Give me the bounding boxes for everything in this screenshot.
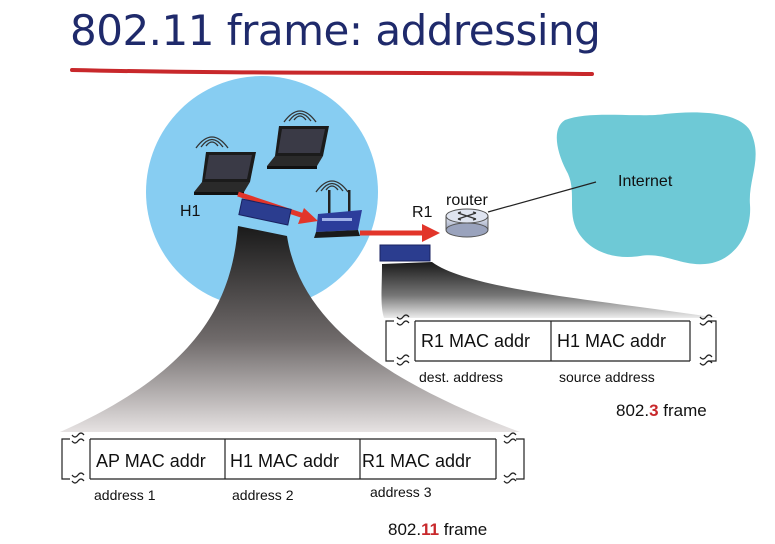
title-underline xyxy=(70,68,594,76)
frame-80211-caption-suffix: frame xyxy=(439,520,488,539)
wireless-ap-icon xyxy=(314,190,362,238)
router-label: router xyxy=(446,192,488,209)
wifi-waves-icon xyxy=(283,110,317,123)
frame-80211-caption: 802.11 frame xyxy=(388,520,487,540)
frame-8023-field-1: R1 MAC addr xyxy=(421,331,531,351)
frame-80211-caption-prefix: 802. xyxy=(388,520,422,539)
wifi-waves-icon xyxy=(195,136,229,149)
arrow-h1-to-ap-head xyxy=(298,208,318,224)
frame-8023-field-2: H1 MAC addr xyxy=(557,331,667,351)
page-title: 802.11 frame: addressing xyxy=(70,6,601,55)
arrow-ap-to-router-head xyxy=(422,224,440,242)
frame-8023 xyxy=(384,314,717,366)
laptop-icon xyxy=(194,152,256,195)
frame-80211-field-2: H1 MAC addr xyxy=(230,451,340,471)
frame-80211-caption-number: 11 xyxy=(421,520,440,539)
frame-80211-label-1: address 1 xyxy=(94,487,156,503)
frame-8023-caption-suffix: frame xyxy=(658,401,707,420)
host-label: H1 xyxy=(180,203,201,220)
internet-label: Internet xyxy=(618,173,673,190)
cone-80211 xyxy=(60,226,520,432)
wireless-frame-marker xyxy=(238,198,292,226)
frame-80211-field-1: AP MAC addr xyxy=(96,451,206,471)
frame-80211 xyxy=(60,432,526,484)
frame-80211-label-2: address 2 xyxy=(232,487,294,503)
ap-router-label: R1 xyxy=(412,204,433,221)
frame-8023-label-2: source address xyxy=(559,369,655,385)
router-internet-link xyxy=(487,181,597,213)
internet-cloud xyxy=(556,112,756,265)
frame-8023-caption-number: 3 xyxy=(649,401,659,420)
frame-80211-field-3: R1 MAC addr xyxy=(362,451,472,471)
wifi-waves-icon xyxy=(315,180,349,193)
frame-8023-label-1: dest. address xyxy=(419,369,504,385)
frame-80211-label-3: address 3 xyxy=(370,484,432,500)
frame-8023-caption-prefix: 802. xyxy=(616,401,650,420)
router-icon xyxy=(445,208,489,238)
wired-frame-marker xyxy=(379,244,431,262)
cone-8023 xyxy=(381,262,718,318)
laptop-icon xyxy=(267,126,329,169)
frame-8023-caption: 802.3 frame xyxy=(616,401,707,421)
